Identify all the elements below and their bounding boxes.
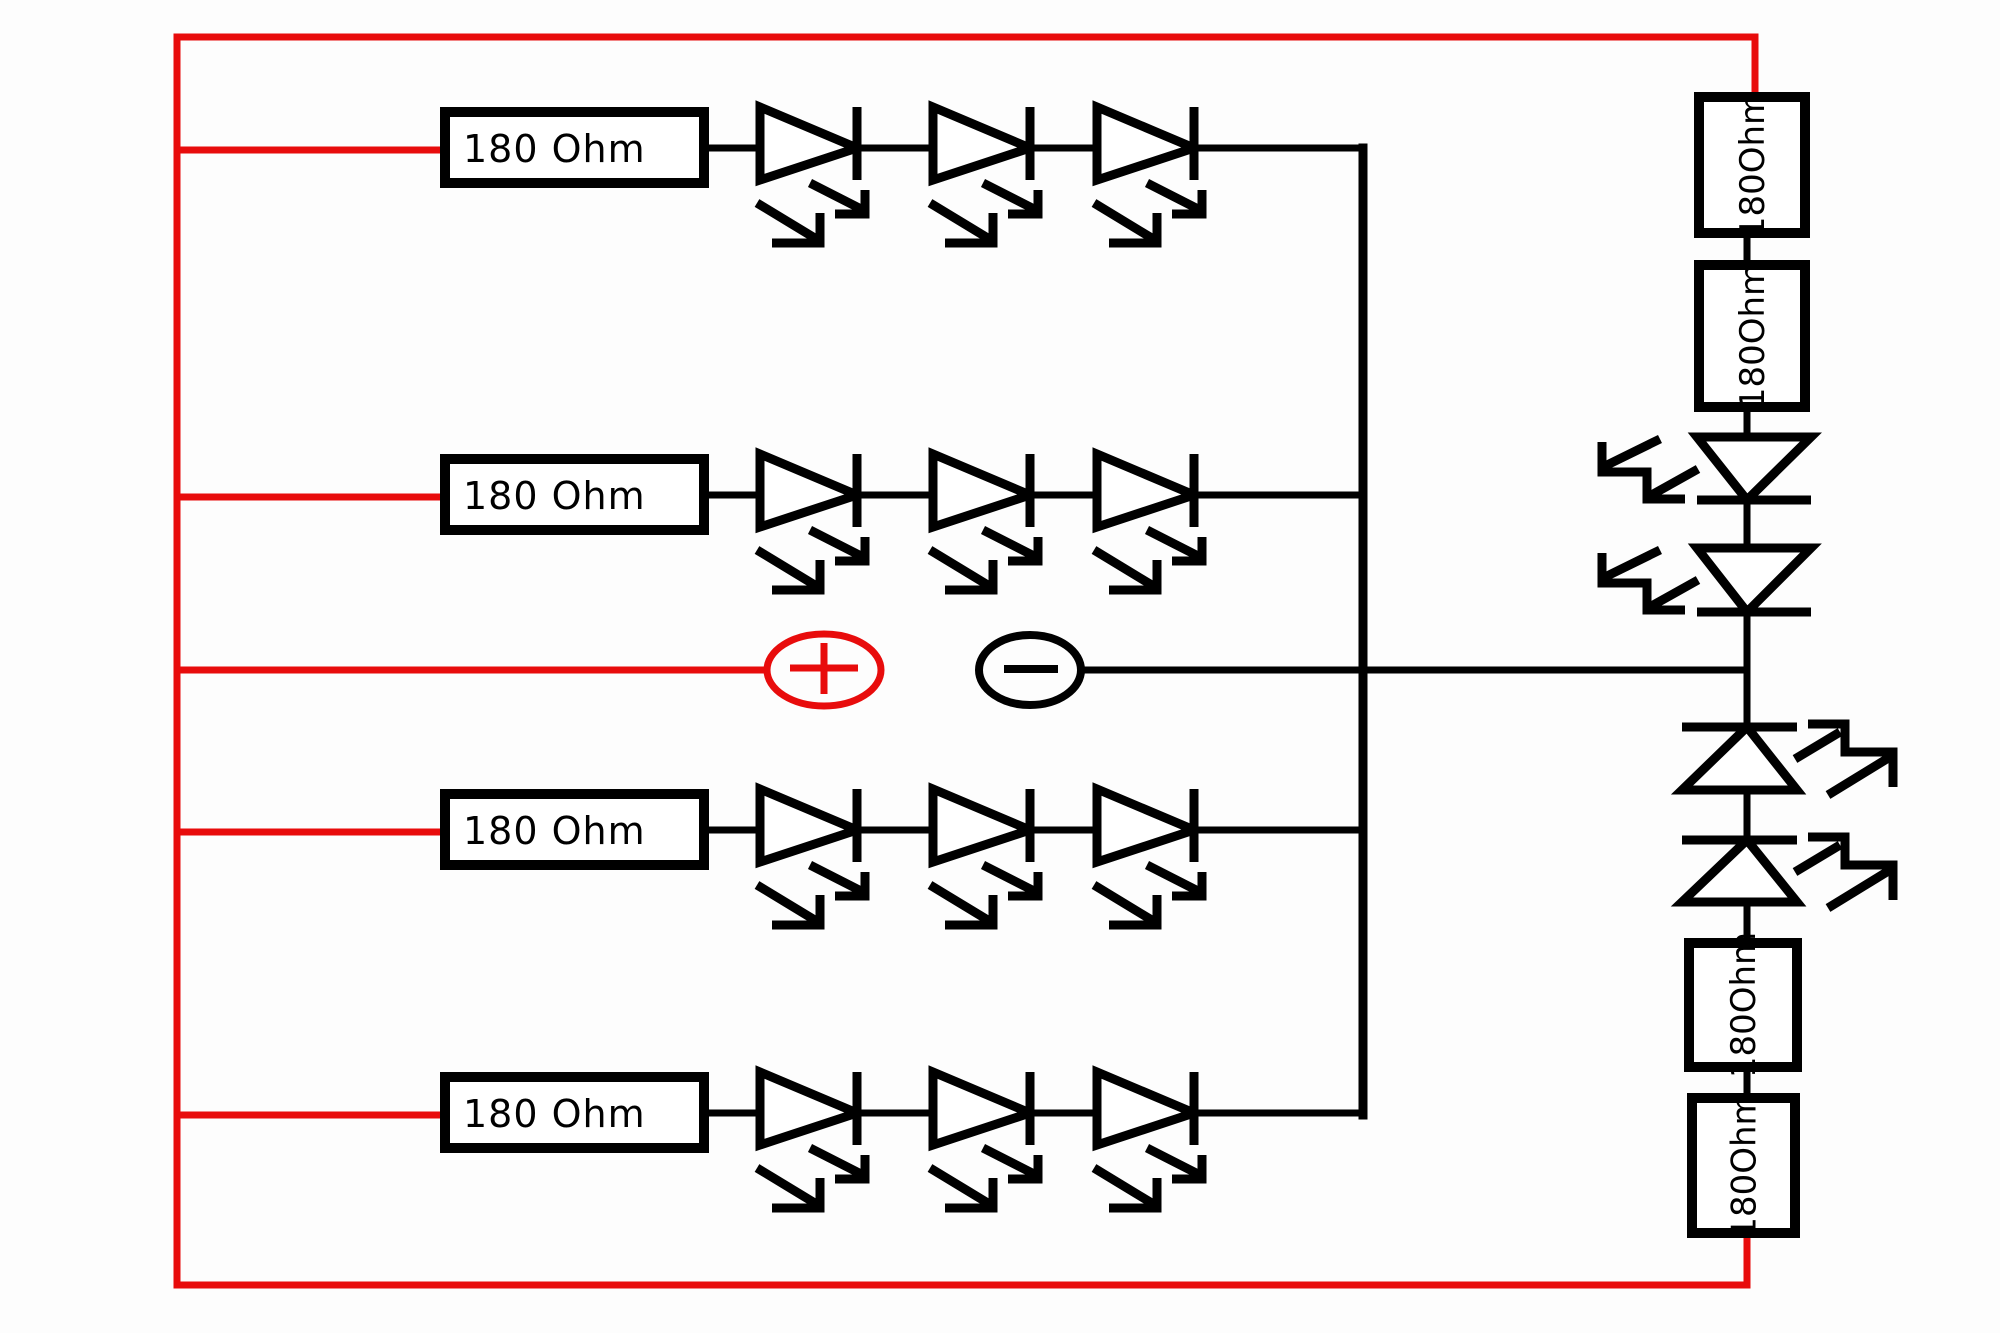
led-branch: 180 Ohm (173, 782, 1367, 930)
led-branch: 180 Ohm (173, 1065, 1367, 1213)
led-icon (754, 100, 870, 248)
led-branch: 180 Ohm (173, 100, 1367, 248)
resistor: 180 Ohm (440, 789, 709, 870)
resistor-label: 180Ohm (1733, 263, 1773, 409)
light-emission-arrows-icon (927, 525, 1043, 595)
led-icon (927, 100, 1043, 248)
led-icon (754, 782, 870, 930)
right-column: 180Ohm 180Ohm 180Ohm 180Ohm (1597, 92, 1898, 1239)
resistor-label: 180 Ohm (463, 127, 646, 171)
led-icon (927, 1065, 1043, 1213)
led-icon (927, 447, 1043, 595)
led-icon (1597, 543, 1822, 619)
light-emission-arrows-icon (1091, 860, 1207, 930)
led-icon (927, 782, 1043, 930)
light-emission-arrows-icon (1792, 832, 1898, 912)
resistor: 180 Ohm (440, 454, 709, 535)
light-emission-arrows-icon (1091, 1143, 1207, 1213)
resistor-label: 180Ohm (1725, 1092, 1765, 1238)
left-branches: 180 Ohm 180 Ohm 180 Ohm 180 Ohm (173, 100, 1367, 1213)
light-emission-arrows-icon (754, 860, 870, 930)
power-terminals (173, 630, 1751, 710)
led-icon (1091, 782, 1207, 930)
resistor: 180Ohm (1694, 260, 1810, 412)
resistor: 180Ohm (1684, 932, 1802, 1078)
resistor: 180 Ohm (440, 1072, 709, 1153)
light-emission-arrows-icon (1792, 719, 1898, 799)
led-icon (1670, 832, 1898, 912)
led-icon (1091, 447, 1207, 595)
resistor-label: 180Ohm (1724, 932, 1764, 1078)
positive-frame-wire (173, 33, 1759, 1289)
led-icon (1091, 100, 1207, 248)
resistor: 180Ohm (1687, 1092, 1800, 1239)
light-emission-arrows-icon (754, 178, 870, 248)
light-emission-arrows-icon (1597, 545, 1701, 615)
light-emission-arrows-icon (754, 525, 870, 595)
resistor-label: 180 Ohm (463, 809, 646, 853)
plus-terminal-icon (763, 630, 885, 710)
light-emission-arrows-icon (1091, 525, 1207, 595)
led-icon (1670, 719, 1898, 799)
led-branch: 180 Ohm (173, 447, 1367, 595)
resistor: 180Ohm (1694, 92, 1810, 238)
led-icon (754, 1065, 870, 1213)
light-emission-arrows-icon (754, 1143, 870, 1213)
light-emission-arrows-icon (927, 1143, 1043, 1213)
positive-rail (173, 33, 1759, 1289)
led-icon (754, 447, 870, 595)
led-icon (1597, 432, 1822, 507)
resistor: 180 Ohm (440, 107, 709, 188)
light-emission-arrows-icon (927, 178, 1043, 248)
light-emission-arrows-icon (927, 860, 1043, 930)
light-emission-arrows-icon (1091, 178, 1207, 248)
minus-terminal-icon (975, 631, 1085, 709)
light-emission-arrows-icon (1597, 434, 1701, 504)
resistor-label: 180Ohm (1733, 92, 1773, 238)
led-icon (1091, 1065, 1207, 1213)
resistor-label: 180 Ohm (463, 474, 646, 518)
resistor-label: 180 Ohm (463, 1092, 646, 1136)
